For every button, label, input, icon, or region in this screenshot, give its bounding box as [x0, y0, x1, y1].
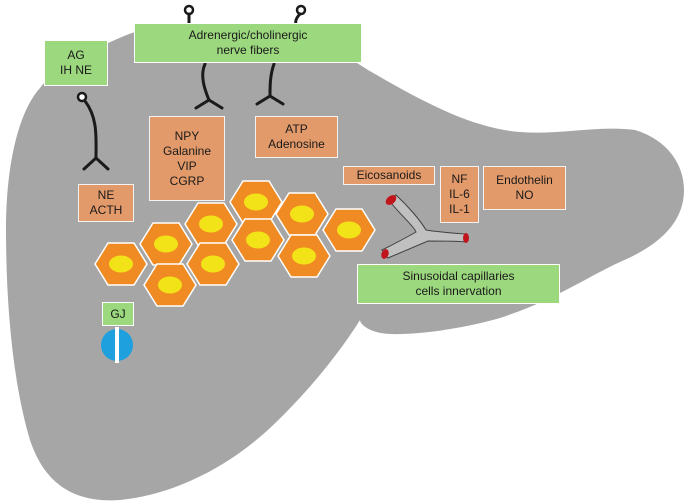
hepatocyte [186, 242, 240, 286]
hepatocyte [322, 208, 376, 252]
nerve-fibers-label: Adrenergic/cholinergic nerve fibers [134, 23, 362, 63]
hepatocyte [231, 218, 285, 262]
nerve-terminal-left [183, 4, 224, 110]
nerve-terminal-ag [76, 91, 110, 171]
sinusoid-vessel [381, 194, 469, 259]
nf-il-label: NF IL-6 IL-1 [440, 166, 479, 223]
hepatocyte [143, 263, 197, 307]
hepatocyte [139, 222, 193, 266]
endothelin-no-label: Endothelin NO [483, 166, 566, 210]
hepatocyte [94, 242, 148, 286]
sinusoidal-capillaries-label: Sinusoidal capillaries cells innervation [357, 264, 560, 304]
eicosanoids-label: Eicosanoids [343, 166, 435, 185]
gap-junction-icon [101, 327, 133, 363]
atp-adenosine-label: ATP Adenosine [255, 116, 338, 158]
hepatocyte [277, 234, 331, 278]
ne-acth-label: NE ACTH [78, 184, 134, 222]
hepatocyte [229, 180, 283, 224]
gj-label: GJ [102, 302, 134, 326]
hepatocyte [275, 192, 329, 236]
nerve-terminal-right [255, 4, 307, 106]
ag-ihne-label: AG IH NE [44, 40, 108, 86]
nerve-terminals [76, 4, 307, 171]
hepatocyte-cluster [94, 180, 376, 307]
neuropeptides-label: NPY Galanine VIP CGRP [149, 116, 225, 201]
